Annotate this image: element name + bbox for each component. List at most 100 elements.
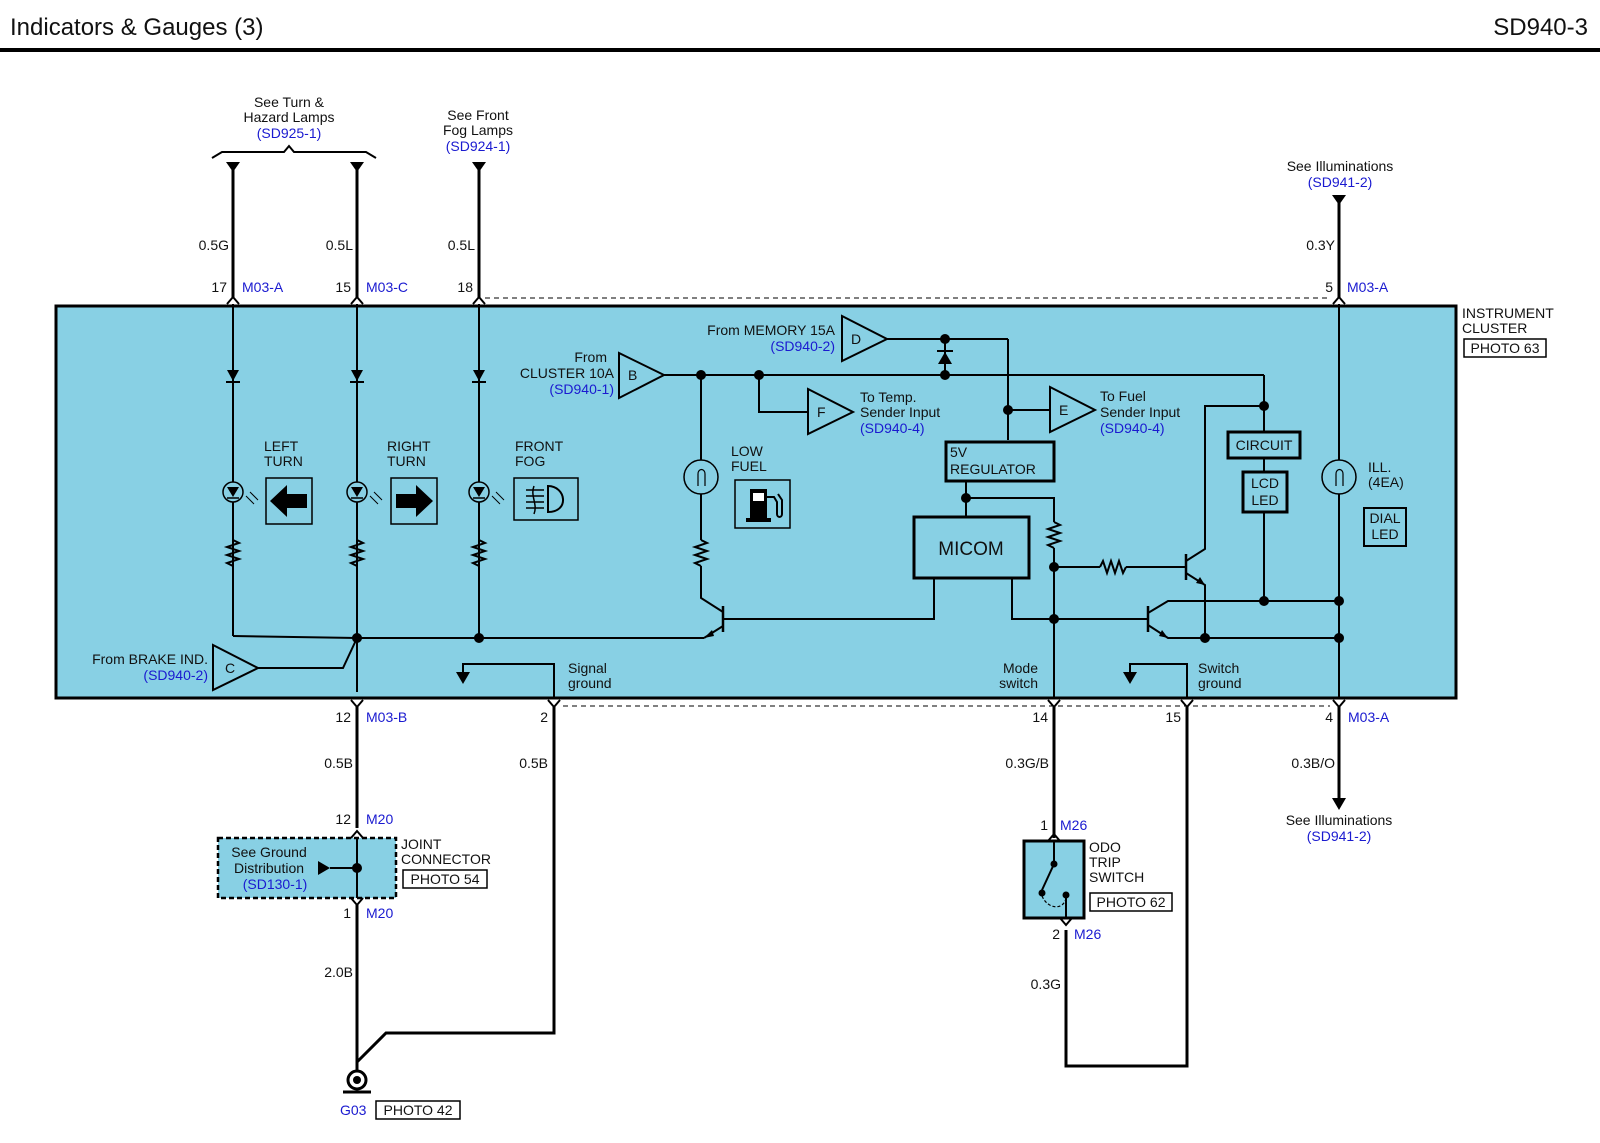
odo-name-line1: ODO xyxy=(1089,839,1121,855)
joint-ground-ref-arrow xyxy=(318,861,330,875)
output-f-triangle xyxy=(807,387,856,436)
input-c-letter: C xyxy=(225,660,235,676)
illum-top-code: (SD941-2) xyxy=(1308,174,1373,190)
turn-ref-code: (SD925-1) xyxy=(257,125,322,141)
fog-ref-line1: See Front xyxy=(447,107,509,123)
wire-color-4: 0.3B/O xyxy=(1291,755,1335,771)
pin-4-connector: M03-A xyxy=(1348,709,1390,725)
page-title: Indicators & Gauges (3) xyxy=(10,14,263,41)
output-e-letter: E xyxy=(1059,402,1068,418)
wire-2-down xyxy=(355,707,556,1064)
input-d-letter: D xyxy=(851,331,861,347)
fuel-to-transistor xyxy=(700,566,724,613)
turn-ref-line2: Hazard Lamps xyxy=(243,109,334,125)
fuel-pump-icon xyxy=(746,489,783,522)
odo-out-color: 0.3G xyxy=(1031,976,1061,992)
d-diode xyxy=(937,350,953,364)
pin-5: 5 xyxy=(1325,279,1333,295)
pin-15-connector: M03-C xyxy=(366,279,408,295)
odo-bottom-connector: M26 xyxy=(1074,926,1101,942)
left-turn-label-line1: LEFT xyxy=(264,438,299,454)
fog-ref-line2: Fog Lamps xyxy=(443,122,513,138)
micom-to-fuel-transistor xyxy=(723,578,935,620)
output-e-line2: Sender Input xyxy=(1100,404,1180,420)
input-d-triangle xyxy=(841,314,890,363)
output-f-letter: F xyxy=(817,404,826,420)
joint-bottom-pin: 1 xyxy=(343,905,351,921)
switch-ground-line1: Switch xyxy=(1198,660,1239,676)
input-b-line1: From xyxy=(574,349,607,365)
joint-top-connector: M20 xyxy=(366,811,393,827)
ground-g03-name: G03 xyxy=(340,1102,367,1118)
output-e-line1: To Fuel xyxy=(1100,388,1146,404)
pin-4: 4 xyxy=(1325,709,1333,725)
output-f-line1: To Temp. xyxy=(860,389,917,405)
dial-led-line1: DIAL xyxy=(1369,510,1400,526)
cluster-name-line2: CLUSTER xyxy=(1462,320,1527,336)
junction-circuit xyxy=(1259,401,1269,411)
t1-arrow xyxy=(1196,577,1205,585)
odo-bottom-pin: 2 xyxy=(1052,926,1060,942)
ill-label-line1: ILL. xyxy=(1368,459,1391,475)
input-b-ref: (SD940-1) xyxy=(549,381,614,397)
illum-bottom-line1: See Illuminations xyxy=(1286,812,1393,828)
fuel-pump-icon-box xyxy=(734,479,791,529)
joint-photo-box xyxy=(402,869,488,889)
wire-color-2: 0.5B xyxy=(519,755,548,771)
pin-17-connector: M03-A xyxy=(242,279,284,295)
odo-top-pin: 1 xyxy=(1040,817,1048,833)
pin-5-connector: M03-A xyxy=(1347,279,1389,295)
illum-bottom-code: (SD941-2) xyxy=(1307,828,1372,844)
pin-17: 17 xyxy=(211,279,227,295)
switch-ground-line2: ground xyxy=(1198,675,1242,691)
wire-color-17: 0.5G xyxy=(199,237,229,253)
junction-lcd xyxy=(1259,596,1269,606)
pin-14: 14 xyxy=(1032,709,1048,725)
front-fog-label-line1: FRONT xyxy=(515,438,564,454)
output-f-line2: Sender Input xyxy=(860,404,940,420)
pin-chevron-5 xyxy=(1332,295,1346,305)
cluster-photo-label: PHOTO 63 xyxy=(1471,340,1540,356)
right-arrow-icon xyxy=(396,485,433,517)
wire-arrow-17 xyxy=(226,162,240,172)
pin-chevron-17 xyxy=(226,295,240,305)
wire-color-5: 0.3Y xyxy=(1306,237,1335,253)
pin-chevron-15b xyxy=(1180,699,1194,709)
turn-ref-line1: See Turn & xyxy=(254,94,325,110)
led-right-turn xyxy=(346,481,383,505)
joint-photo-label: PHOTO 54 xyxy=(411,871,480,887)
right-turn-label-line1: RIGHT xyxy=(387,438,431,454)
fuel-bulb xyxy=(683,459,719,495)
right-turn-label-line2: TURN xyxy=(387,453,426,469)
common-bus-left xyxy=(232,635,358,639)
wire-15-down xyxy=(1064,707,1189,1068)
junction-ill-2 xyxy=(1334,633,1344,643)
wire-color-15: 0.5L xyxy=(326,237,353,253)
joint-ref-line1: See Ground xyxy=(231,844,307,860)
micom-to-transistor2 xyxy=(1011,578,1148,620)
mode-switch-line1: Mode xyxy=(1003,660,1038,676)
input-d-line1: From MEMORY 15A xyxy=(707,322,836,338)
dial-led-box xyxy=(1363,507,1407,547)
junction-479-638 xyxy=(474,633,484,643)
regulator-box xyxy=(944,440,1056,483)
odo-bottom-chevron xyxy=(1059,917,1073,927)
low-fuel-line1: LOW xyxy=(731,443,764,459)
fog-lamp-icon-box xyxy=(513,477,579,521)
switch-ground-symbol xyxy=(1123,672,1137,684)
page-code: SD940-3 xyxy=(1493,14,1588,41)
resistor-pullup xyxy=(1044,521,1064,549)
wire-color-18: 0.5L xyxy=(448,237,475,253)
joint-connector-box xyxy=(216,836,398,900)
resistor-left xyxy=(223,539,243,567)
odo-switch-symbol xyxy=(1038,841,1070,918)
pin-15: 15 xyxy=(335,279,351,295)
fuel-transistor-arrow xyxy=(704,630,714,638)
micom-label: MICOM xyxy=(938,539,1003,560)
pin-chevron-2 xyxy=(547,699,561,709)
input-c-ref: (SD940-2) xyxy=(143,667,208,683)
junction-ill-1 xyxy=(1334,596,1344,606)
pin-12-connector: M03-B xyxy=(366,709,407,725)
pin-chevron-18 xyxy=(472,295,486,305)
